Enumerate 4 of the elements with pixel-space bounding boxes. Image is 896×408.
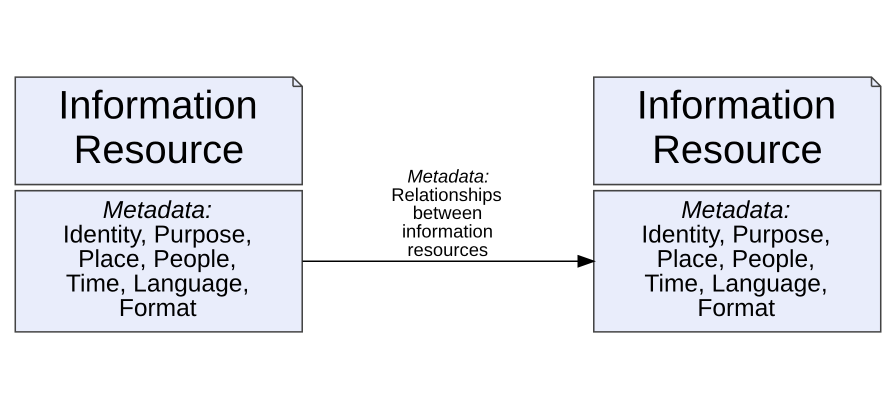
arrow bbox=[302, 254, 596, 268]
edge-label: Metadata: Relationships between information resources bbox=[391, 164, 502, 260]
node-box: Metadata: Identity, Purpose, Place, People, Time, Language, Format bbox=[14, 189, 303, 332]
node-box: Metadata: Identity, Purpose, Place, People, Time, Language, Format bbox=[593, 189, 882, 332]
